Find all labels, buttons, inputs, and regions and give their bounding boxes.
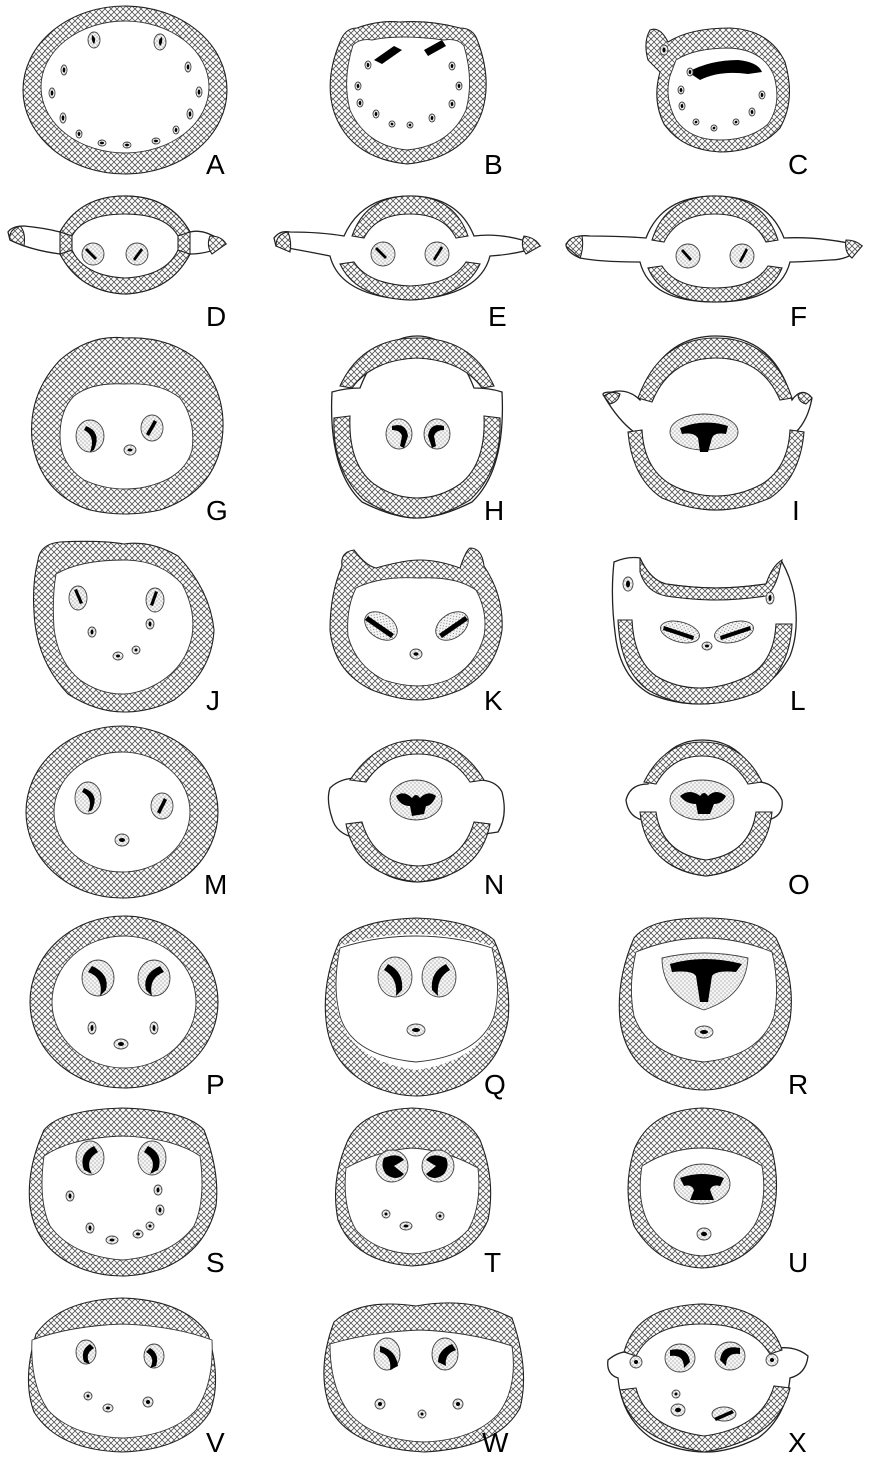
panel-label-R: R <box>788 1069 808 1100</box>
panel-label-L: L <box>790 685 806 716</box>
panel-label-W: W <box>482 1427 509 1458</box>
panel-label-P: P <box>206 1069 225 1100</box>
panel-label-T: T <box>484 1247 501 1278</box>
panel-label-O: O <box>788 869 810 900</box>
section-X <box>608 1304 808 1452</box>
section-G <box>32 337 224 514</box>
panel-label-F: F <box>790 301 807 332</box>
section-P <box>30 916 218 1088</box>
section-T <box>336 1108 491 1266</box>
panel-label-X: X <box>788 1427 807 1458</box>
panel-label-G: G <box>206 495 228 526</box>
section-A <box>23 6 227 174</box>
section-U <box>628 1108 777 1268</box>
panel-label-S: S <box>206 1247 225 1278</box>
panel-label-A: A <box>206 149 225 180</box>
section-F <box>566 196 862 302</box>
panel-label-D: D <box>206 301 226 332</box>
panel-label-I: I <box>792 495 800 526</box>
section-I <box>603 336 812 510</box>
section-M <box>26 726 218 898</box>
section-Q <box>325 918 508 1096</box>
section-B <box>330 22 486 164</box>
panel-label-V: V <box>206 1427 225 1458</box>
section-O <box>626 740 782 876</box>
panel-label-U: U <box>788 1247 808 1278</box>
panel-label-H: H <box>484 495 504 526</box>
panel-label-N: N <box>484 869 504 900</box>
section-C <box>646 28 790 152</box>
section-H <box>332 336 503 518</box>
panel-label-J: J <box>206 685 220 716</box>
section-J <box>34 541 215 712</box>
panel-label-C: C <box>788 149 808 180</box>
section-L <box>612 558 796 705</box>
section-R <box>619 918 791 1090</box>
section-K <box>330 548 502 700</box>
panel-label-Q: Q <box>484 1069 506 1100</box>
section-S <box>29 1108 217 1276</box>
panel-label-M: M <box>204 869 227 900</box>
panel-label-B: B <box>484 149 503 180</box>
section-E <box>274 196 540 300</box>
section-N <box>328 740 504 882</box>
panel-label-K: K <box>484 685 503 716</box>
panel-label-E: E <box>488 301 507 332</box>
section-V <box>28 1298 215 1452</box>
section-D <box>8 196 226 294</box>
